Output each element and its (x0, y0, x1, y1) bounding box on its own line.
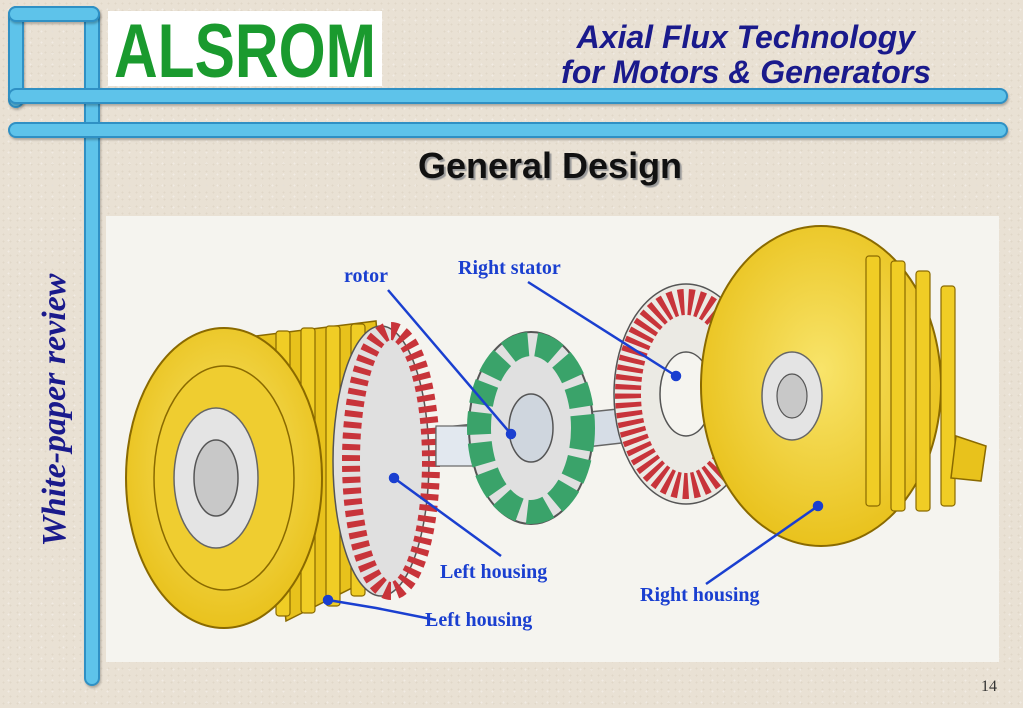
frame-header-divider-bar (8, 88, 1008, 104)
callout-right-stator: Right stator (458, 257, 561, 279)
frame-title-divider-bar (8, 122, 1008, 138)
exploded-view-figure: rotor Right stator Left housing Left hou… (106, 216, 999, 662)
frame-top-horizontal-bar (8, 6, 100, 22)
left-stator (332, 322, 440, 600)
callout-left-housing-inner: Left housing (440, 561, 548, 583)
right-housing (700, 225, 987, 547)
leader-right-housing (705, 504, 819, 586)
leader-left-housing-inner (393, 476, 502, 558)
callout-left-housing-outer: Left housing (425, 609, 533, 631)
frame-vertical-bar (84, 6, 100, 686)
callout-right-housing: Right housing (640, 584, 760, 606)
company-logo-graphic: ALSROM (114, 9, 376, 94)
leader-lines (322, 280, 824, 622)
axial-flux-exploded-drawing (125, 225, 987, 629)
leader-right-stator (527, 280, 677, 378)
company-logo: ALSROM (108, 9, 382, 94)
logo-text: ALSROM (114, 11, 376, 86)
header-title-line2: for Motors & Generators (561, 54, 931, 90)
leader-rotor (387, 289, 512, 435)
leader-left-housing-outer (327, 598, 437, 622)
slide-title: General Design (417, 145, 683, 186)
side-label: White-paper review (36, 273, 73, 547)
page-number: 14 (981, 678, 997, 695)
callout-rotor: rotor (344, 265, 389, 287)
header-title-line1: Axial Flux Technology (576, 19, 915, 55)
rotor-disc (467, 331, 595, 525)
